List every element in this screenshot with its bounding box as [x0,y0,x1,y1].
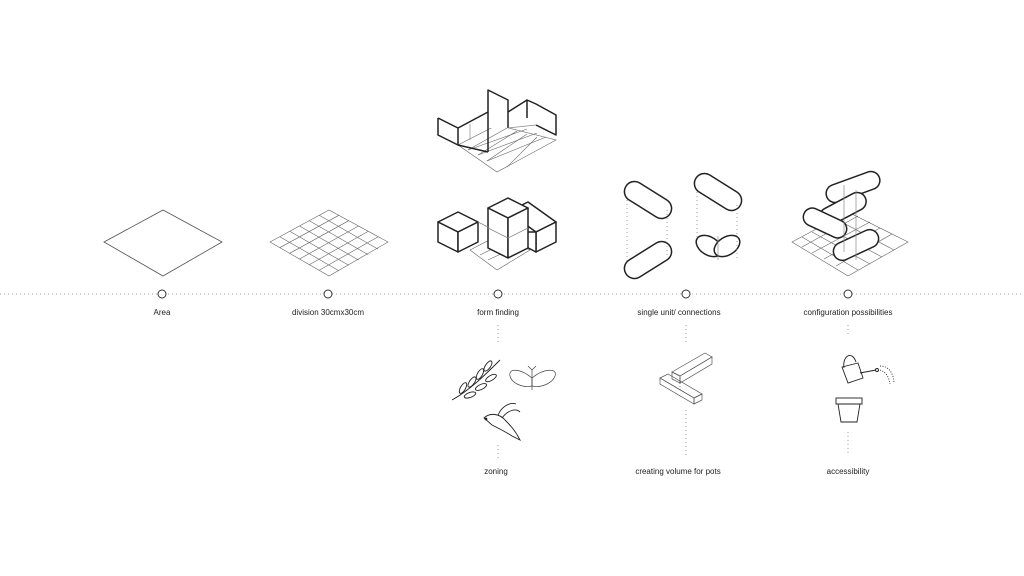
timeline-nodes [157,289,853,299]
dove-icon [483,403,522,442]
substep-label-zoning: zoning [484,467,508,476]
flower-pot-icon [835,397,863,423]
olive-branch-icon [451,359,501,401]
single-unit-pieces-icon [623,172,743,280]
substep-label-accessibility: accessibility [826,467,870,476]
area-rhombus-icon [103,209,223,277]
node-form-finding [493,289,503,299]
division-grid-icon [269,209,389,277]
step-label-form-finding: form finding [477,308,519,317]
watering-can-icon [841,355,895,385]
butterfly-icon [509,365,556,390]
interlocking-blocks-icon [659,352,713,405]
step-label-single-unit: single unit/ connections [637,308,721,317]
form-finding-walls-icon [437,89,557,173]
node-configuration [843,289,853,299]
step-label-division: division 30cmx30cm [291,308,365,317]
node-area [157,289,167,299]
configuration-stack-icon [791,170,909,277]
substep-label-volume: creating volume for pots [635,467,721,476]
step-label-configuration: configuration possibilities [803,308,893,317]
node-single-unit [681,289,691,299]
form-finding-volume-icon [437,197,557,271]
node-division [323,289,333,299]
step-label-area: Area [153,308,171,317]
